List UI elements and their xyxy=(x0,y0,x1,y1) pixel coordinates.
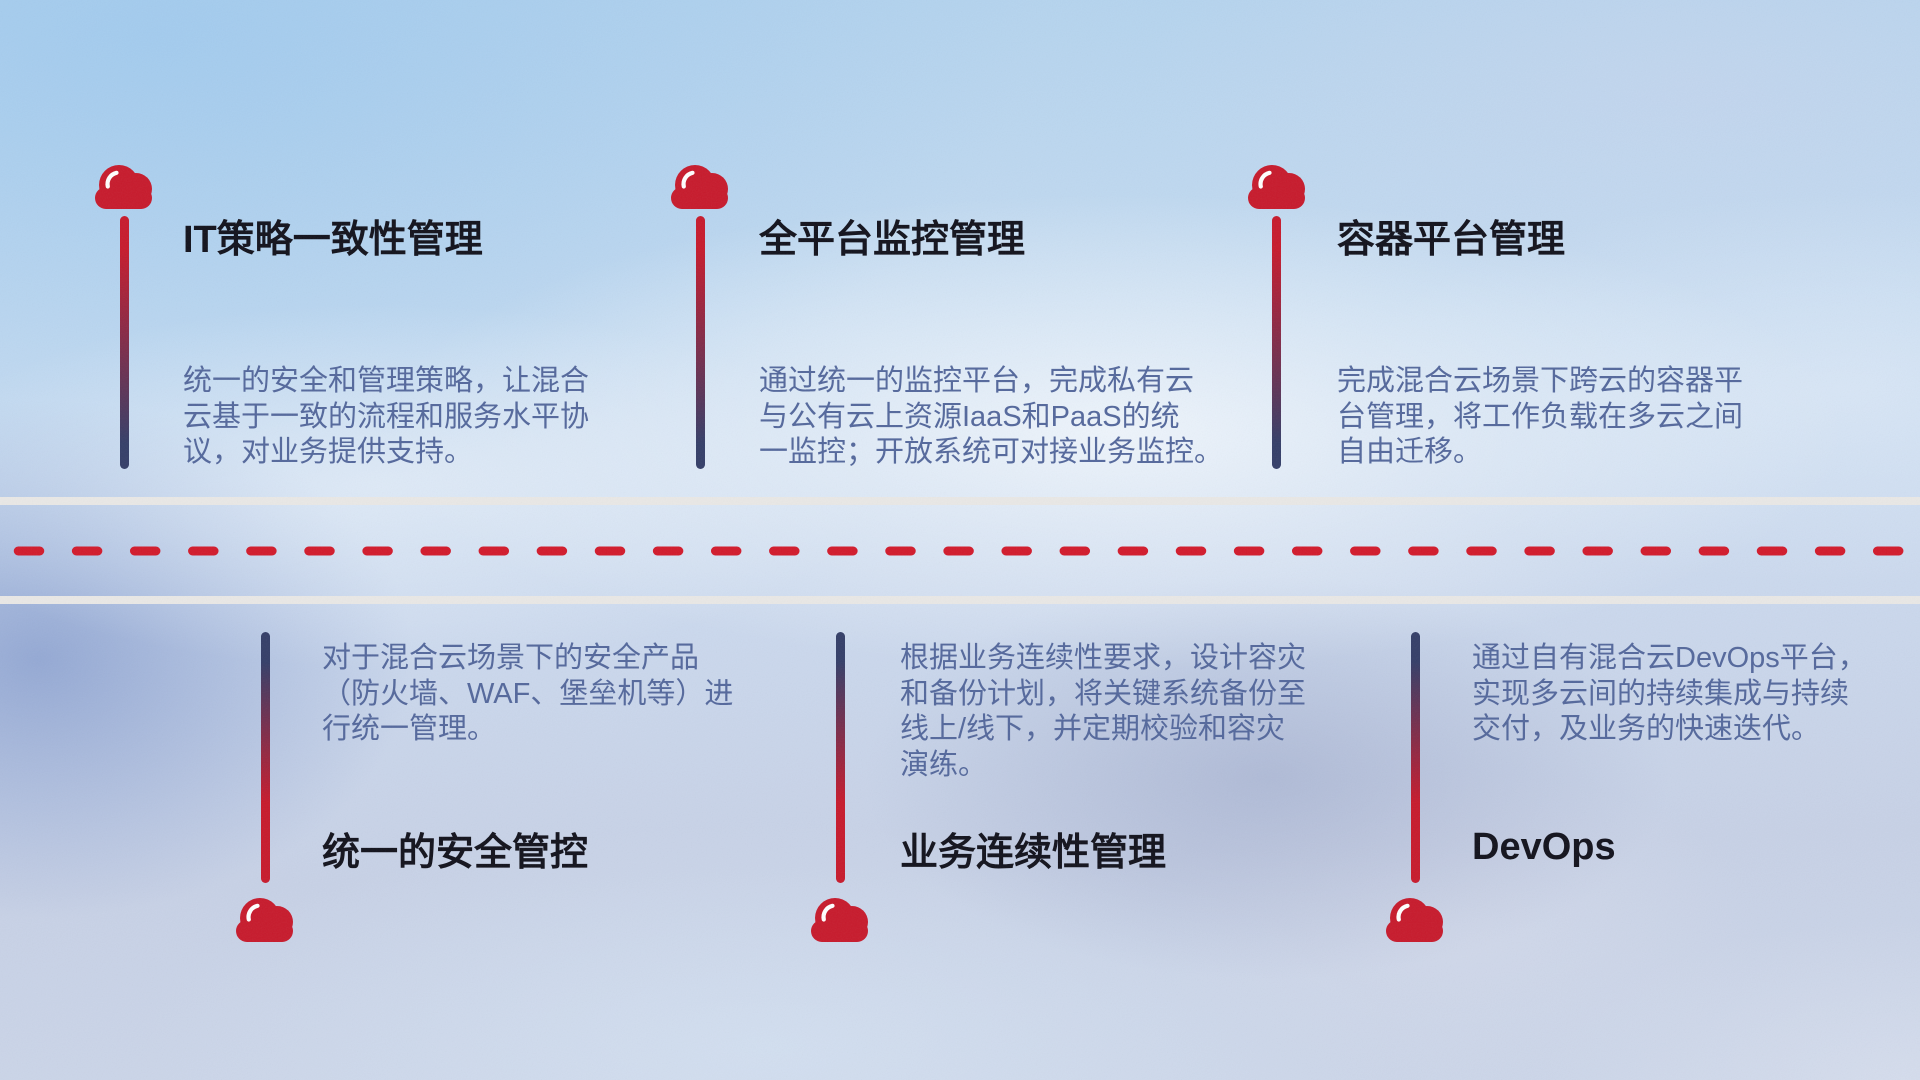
cloud-icon xyxy=(1248,165,1305,209)
cloud-icon xyxy=(1386,898,1443,942)
milestone-stem xyxy=(695,216,705,469)
cloud-icon xyxy=(95,165,152,209)
milestone-desc: 统一的安全和管理策略，让混合 云基于一致的流程和服务水平协 议，对业务提供支持。 xyxy=(183,365,590,468)
milestone-desc: 通过自有混合云DevOps平台， 实现多云间的持续集成与持续 交付，及业务的快速… xyxy=(1472,642,1867,745)
milestone-stem xyxy=(260,632,270,883)
milestone-title: 全平台监控管理 xyxy=(759,219,1026,261)
milestone-desc: 根据业务连续性要求，设计容灾 和备份计划，将关键系统备份至 线上/线下，并定期校… xyxy=(900,642,1307,781)
milestone-stem xyxy=(1272,216,1281,469)
road-line-top xyxy=(0,497,1920,505)
cloud-icon xyxy=(236,898,293,942)
milestone-desc: 通过统一的监控平台，完成私有云 与公有云上资源IaaS和PaaS的统 一监控；开… xyxy=(759,365,1224,468)
milestone-stem xyxy=(1410,632,1420,883)
milestone-stem xyxy=(119,216,129,469)
cloud-icon xyxy=(811,898,868,942)
milestone-desc: 对于混合云场景下的安全产品 （防火墙、WAF、堡垒机等）进 行统一管理。 xyxy=(322,642,734,745)
milestone-stem xyxy=(836,632,845,883)
road-dashed-centerline xyxy=(13,546,1920,556)
road-line-bottom xyxy=(0,596,1920,604)
milestone-title: DevOps xyxy=(1472,826,1616,868)
milestone-title: 统一的安全管控 xyxy=(322,832,589,874)
cloud-icon xyxy=(671,165,728,209)
milestone-desc: 完成混合云场景下跨云的容器平 台管理，将工作负载在多云之间 自由迁移。 xyxy=(1337,365,1744,468)
milestone-title: 业务连续性管理 xyxy=(900,832,1167,874)
milestone-title: 容器平台管理 xyxy=(1337,219,1566,261)
milestone-title: IT策略一致性管理 xyxy=(183,219,483,261)
